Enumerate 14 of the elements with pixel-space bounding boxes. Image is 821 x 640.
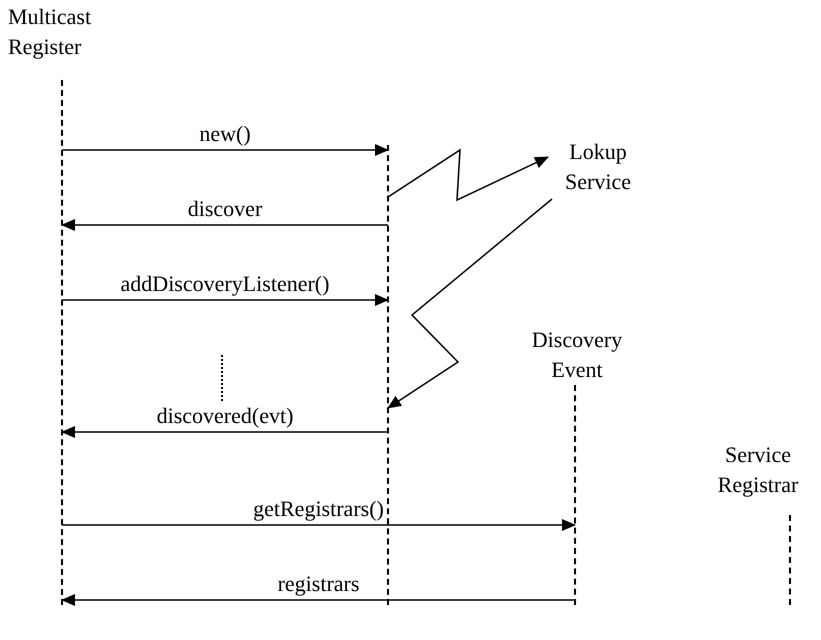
participant-label: Discovery Event xyxy=(530,326,624,384)
participant-label: Lokup Service xyxy=(548,137,648,197)
message-arrow xyxy=(62,519,576,531)
message-arrow xyxy=(387,198,552,409)
message-arrow xyxy=(61,219,388,231)
message-arrow xyxy=(62,144,389,156)
message-arrow xyxy=(61,426,388,438)
edge-label: discovered(evt) xyxy=(154,403,296,429)
participant-label: Multicast Register xyxy=(8,3,92,61)
message-arrow xyxy=(388,148,549,202)
message-arrow xyxy=(61,594,575,606)
lifeline xyxy=(387,145,389,605)
message-arrow xyxy=(62,294,389,306)
participant-label: Service Registrar xyxy=(716,441,800,499)
